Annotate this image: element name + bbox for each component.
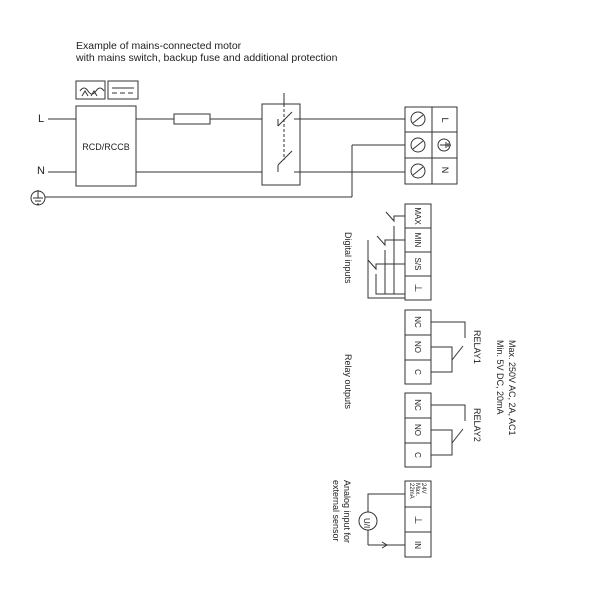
dc-symbol-icon — [107, 80, 139, 100]
relay2-c: C — [413, 452, 422, 458]
fuse — [173, 113, 211, 125]
digital-input-contacts — [367, 211, 405, 299]
analog-sensor — [358, 493, 405, 549]
digital-inputs-title: Digital inputs — [343, 232, 353, 284]
relay1-terminal — [404, 309, 432, 385]
terminal-min: MIN — [413, 233, 422, 248]
terminal-gnd: ⊥ — [412, 284, 423, 293]
terminal-ss: S/S — [413, 258, 422, 271]
analog-title-1: Analog input for — [342, 480, 352, 543]
earth-ground-icon — [30, 190, 46, 206]
relay1-c: C — [413, 369, 422, 375]
relay2-nc: NC — [413, 399, 422, 411]
mains-switch — [261, 103, 301, 186]
relay2-no: NO — [413, 424, 422, 436]
relay1-contact — [431, 321, 466, 373]
caption-line-1: Example of mains-connected motor — [76, 40, 242, 52]
relay1-no: NO — [413, 341, 422, 353]
analog-terminal-max: Max. — [414, 483, 420, 496]
relay2-contact — [431, 404, 466, 456]
relay-outputs-title: Relay outputs — [343, 354, 353, 410]
rcd-box — [75, 105, 137, 187]
analog-terminal — [404, 480, 432, 558]
earth-ground-icon — [437, 138, 451, 152]
analog-terminal-gnd: ⊥ — [412, 516, 423, 525]
relay1-label: RELAY1 — [472, 330, 482, 364]
relay-spec-max: Max. 250V AC, 2A, AC1 — [507, 340, 517, 436]
screw-icon — [410, 111, 426, 179]
terminal-max: MAX — [413, 207, 422, 225]
analog-terminal-in: IN — [413, 541, 422, 549]
relay2-label: RELAY2 — [472, 408, 482, 442]
relay-spec-min: Min. 5V DC, 20mA — [495, 340, 505, 415]
caption-line-2: with mains switch, backup fuse and addit… — [76, 52, 338, 64]
relay2-terminal — [404, 392, 432, 468]
analog-terminal-22ma: 22mA — [408, 483, 414, 499]
sensor-label: U/I — [362, 518, 371, 528]
neutral-label: N — [37, 165, 45, 177]
relay1-nc: NC — [413, 316, 422, 328]
terminal-l-label: L — [440, 117, 450, 122]
rcd-label: RCD/RCCB — [82, 142, 130, 152]
terminal-n-label: N — [440, 167, 450, 174]
analog-terminal-24v: 24V — [420, 483, 426, 494]
ac-dc-symbol-icon — [75, 80, 106, 100]
line-label: L — [38, 113, 44, 125]
analog-title-2: external sensor — [331, 480, 341, 542]
